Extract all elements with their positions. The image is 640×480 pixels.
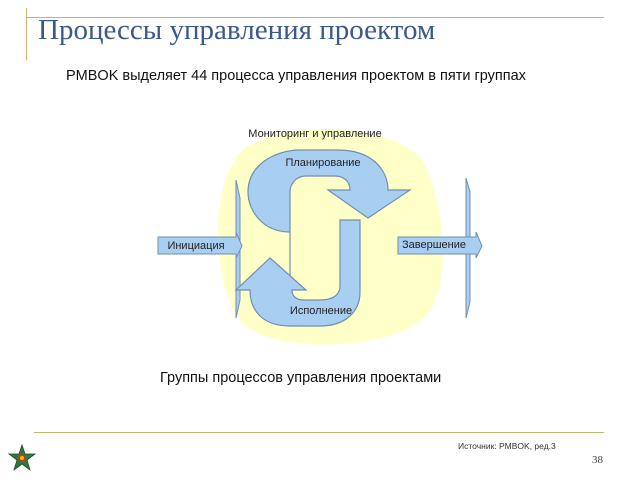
label-initiating: Инициация xyxy=(167,240,224,252)
initiation-arrow xyxy=(157,231,243,259)
title-vertical-rule xyxy=(26,8,27,60)
footer-rule xyxy=(34,432,604,433)
label-executing: Исполнение xyxy=(290,305,352,317)
page-number: 38 xyxy=(592,454,603,466)
slide-subtitle: PMBOK выделяет 44 процесса управления пр… xyxy=(66,68,526,84)
label-planning: Планирование xyxy=(285,157,360,169)
executing-arrow xyxy=(234,219,361,327)
source-note: Источник: PMBOK, ред.3 xyxy=(458,441,556,451)
emblem-icon xyxy=(8,444,36,472)
label-closing: Завершение xyxy=(402,239,466,251)
closing-arrow xyxy=(397,231,483,259)
slide-title: Процессы управления проектом xyxy=(38,14,436,46)
diagram-caption: Группы процессов управления проектами xyxy=(160,370,442,386)
title-horizontal-rule xyxy=(26,17,604,18)
planning-arrow xyxy=(247,149,412,300)
label-monitoring: Мониторинг и управление xyxy=(248,128,381,140)
